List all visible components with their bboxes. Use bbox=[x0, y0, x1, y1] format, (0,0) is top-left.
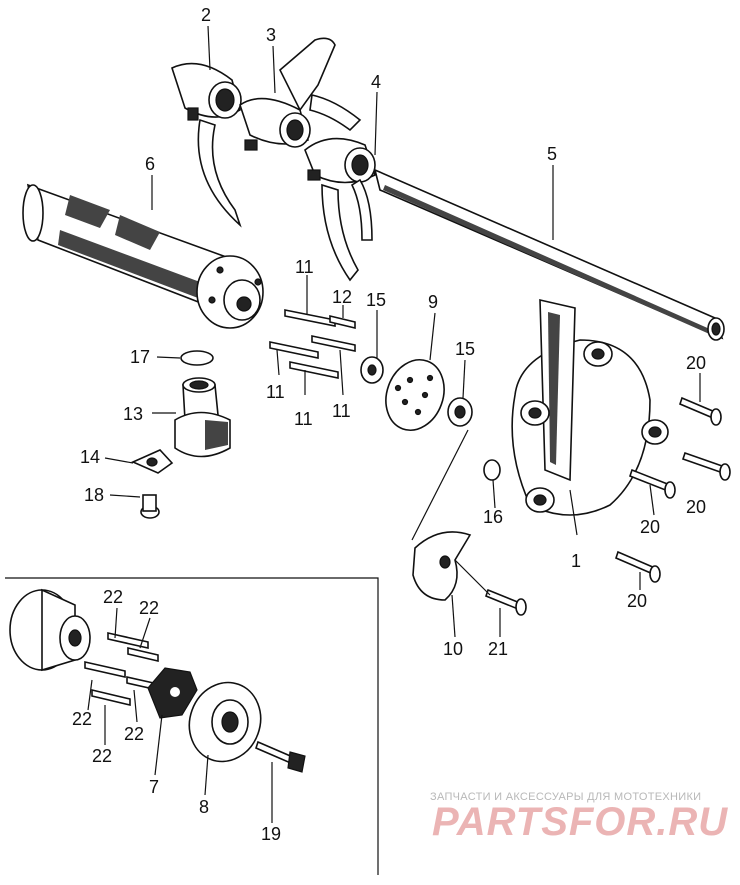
stopper-arm bbox=[412, 531, 472, 601]
callout-18: 18 bbox=[84, 485, 104, 505]
o-ring-small bbox=[483, 459, 501, 481]
inset-pins bbox=[84, 632, 159, 707]
callout-13: 13 bbox=[123, 404, 143, 424]
watermark-logo: PARTSFOR.RU bbox=[432, 800, 729, 844]
inset-star-plate bbox=[147, 667, 198, 719]
callout-15b: 15 bbox=[455, 339, 475, 359]
callout-9: 9 bbox=[428, 292, 438, 312]
inset-drum-end bbox=[9, 588, 91, 672]
callout-4: 4 bbox=[371, 72, 381, 92]
neutral-plate bbox=[385, 359, 445, 431]
callout-22e: 22 bbox=[92, 746, 112, 766]
callout-6: 6 bbox=[145, 154, 155, 174]
inset-bolt bbox=[255, 740, 306, 773]
callout-10: 10 bbox=[443, 639, 463, 659]
shift-fork-center bbox=[239, 37, 362, 151]
locating-plate bbox=[131, 449, 174, 474]
callout-22a: 22 bbox=[103, 587, 123, 607]
screw-20-a bbox=[679, 396, 722, 426]
screw-20-c bbox=[629, 468, 676, 499]
callout-11d: 11 bbox=[332, 401, 351, 421]
callout-20d: 20 bbox=[627, 591, 647, 611]
watermark-caption: ЗАПЧАСТИ И АКСЕССУАРЫ ДЛЯ МОТОТЕХНИКИ bbox=[430, 791, 702, 803]
inset-frame bbox=[5, 577, 379, 875]
callout-7: 7 bbox=[149, 777, 159, 797]
callout-15a: 15 bbox=[366, 290, 386, 310]
screw-20-b bbox=[681, 451, 731, 481]
callout-11c: 11 bbox=[294, 409, 313, 429]
callout-14: 14 bbox=[80, 447, 100, 467]
shift-fork-shaft bbox=[373, 168, 725, 341]
callout-19: 19 bbox=[261, 824, 281, 844]
callout-21: 21 bbox=[488, 639, 508, 659]
shift-fork-right bbox=[304, 137, 376, 282]
drum-stopper-plate bbox=[511, 298, 669, 516]
drum-pins bbox=[269, 309, 356, 379]
drum-bearing bbox=[174, 377, 231, 458]
leader-lines bbox=[87, 25, 701, 823]
callout-11a: 11 bbox=[295, 257, 314, 277]
callout-5: 5 bbox=[547, 144, 557, 164]
callout-1: 1 bbox=[571, 551, 581, 571]
callout-2: 2 bbox=[201, 5, 211, 25]
screw-small bbox=[140, 494, 160, 519]
callout-20a: 20 bbox=[686, 353, 706, 373]
washer-upper bbox=[360, 356, 384, 384]
callout-labels: 1 2 3 4 5 6 7 8 9 10 11 11 11 11 12 13 1… bbox=[72, 5, 706, 844]
callout-20b: 20 bbox=[640, 517, 660, 537]
screw-20-d bbox=[615, 550, 661, 583]
callout-20c: 20 bbox=[686, 497, 706, 517]
screw-21 bbox=[485, 588, 527, 616]
callout-11b: 11 bbox=[266, 382, 285, 402]
o-ring-large bbox=[180, 350, 214, 366]
callout-22c: 22 bbox=[72, 709, 92, 729]
callout-16: 16 bbox=[483, 507, 503, 527]
callout-22d: 22 bbox=[124, 724, 144, 744]
shift-fork-left bbox=[171, 62, 242, 228]
inset-collar bbox=[188, 681, 262, 763]
callout-8: 8 bbox=[199, 797, 209, 817]
washer-lower bbox=[447, 397, 473, 427]
callout-22b: 22 bbox=[139, 598, 159, 618]
callout-3: 3 bbox=[266, 25, 276, 45]
callout-17: 17 bbox=[130, 347, 150, 367]
gearshift-drum bbox=[22, 183, 264, 329]
callout-12: 12 bbox=[332, 287, 352, 307]
